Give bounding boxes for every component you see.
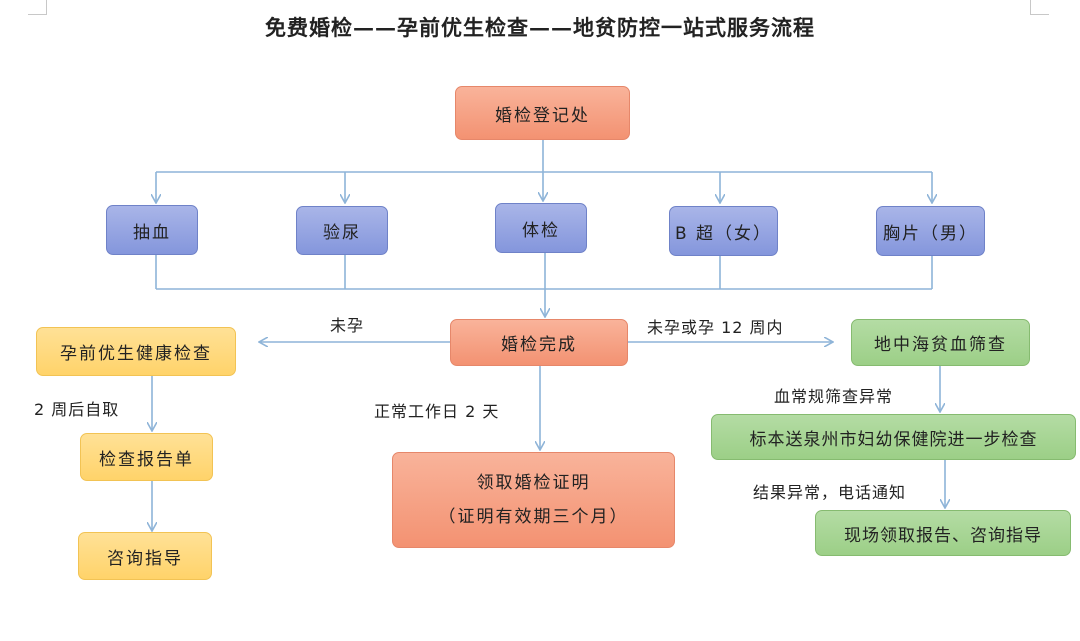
page-corner-mark-right <box>1030 0 1049 15</box>
thalassemia-screening-node: 地中海贫血筛查 <box>851 319 1030 366</box>
label-not-pregnant: 未孕 <box>330 316 365 335</box>
certificate-validity: （证明有效期三个月） <box>438 507 629 527</box>
chest-xray-node: 胸片（男） <box>876 206 985 256</box>
onsite-report-node: 现场领取报告、咨询指导 <box>815 510 1071 556</box>
certificate-title: 领取婚检证明 <box>476 473 591 493</box>
preconception-check-node: 孕前优生健康检查 <box>36 327 236 376</box>
exam-complete-node: 婚检完成 <box>450 319 628 366</box>
label-abnormal-result: 结果异常，电话通知 <box>753 483 907 502</box>
b-ultrasound-node: B 超（女） <box>669 206 778 256</box>
physical-exam-node: 体检 <box>495 203 587 253</box>
blood-draw-node: 抽血 <box>106 205 198 255</box>
registration-node: 婚检登记处 <box>455 86 630 140</box>
label-two-weeks-pickup: 2 周后自取 <box>34 400 120 419</box>
label-not-or-under-12-weeks: 未孕或孕 12 周内 <box>647 318 784 337</box>
report-sheet-node: 检查报告单 <box>80 433 213 481</box>
sample-sent-node: 标本送泉州市妇幼保健院进一步检查 <box>711 414 1076 460</box>
page-corner-mark-left <box>28 0 47 15</box>
label-workdays: 正常工作日 2 天 <box>374 402 500 421</box>
label-abnormal-routine: 血常规筛查异常 <box>774 387 894 406</box>
certificate-node: 领取婚检证明 （证明有效期三个月） <box>392 452 675 548</box>
page-title: 免费婚检——孕前优生检查——地贫防控一站式服务流程 <box>265 15 815 40</box>
urine-test-node: 验尿 <box>296 206 388 255</box>
consult-guidance-node: 咨询指导 <box>78 532 212 580</box>
